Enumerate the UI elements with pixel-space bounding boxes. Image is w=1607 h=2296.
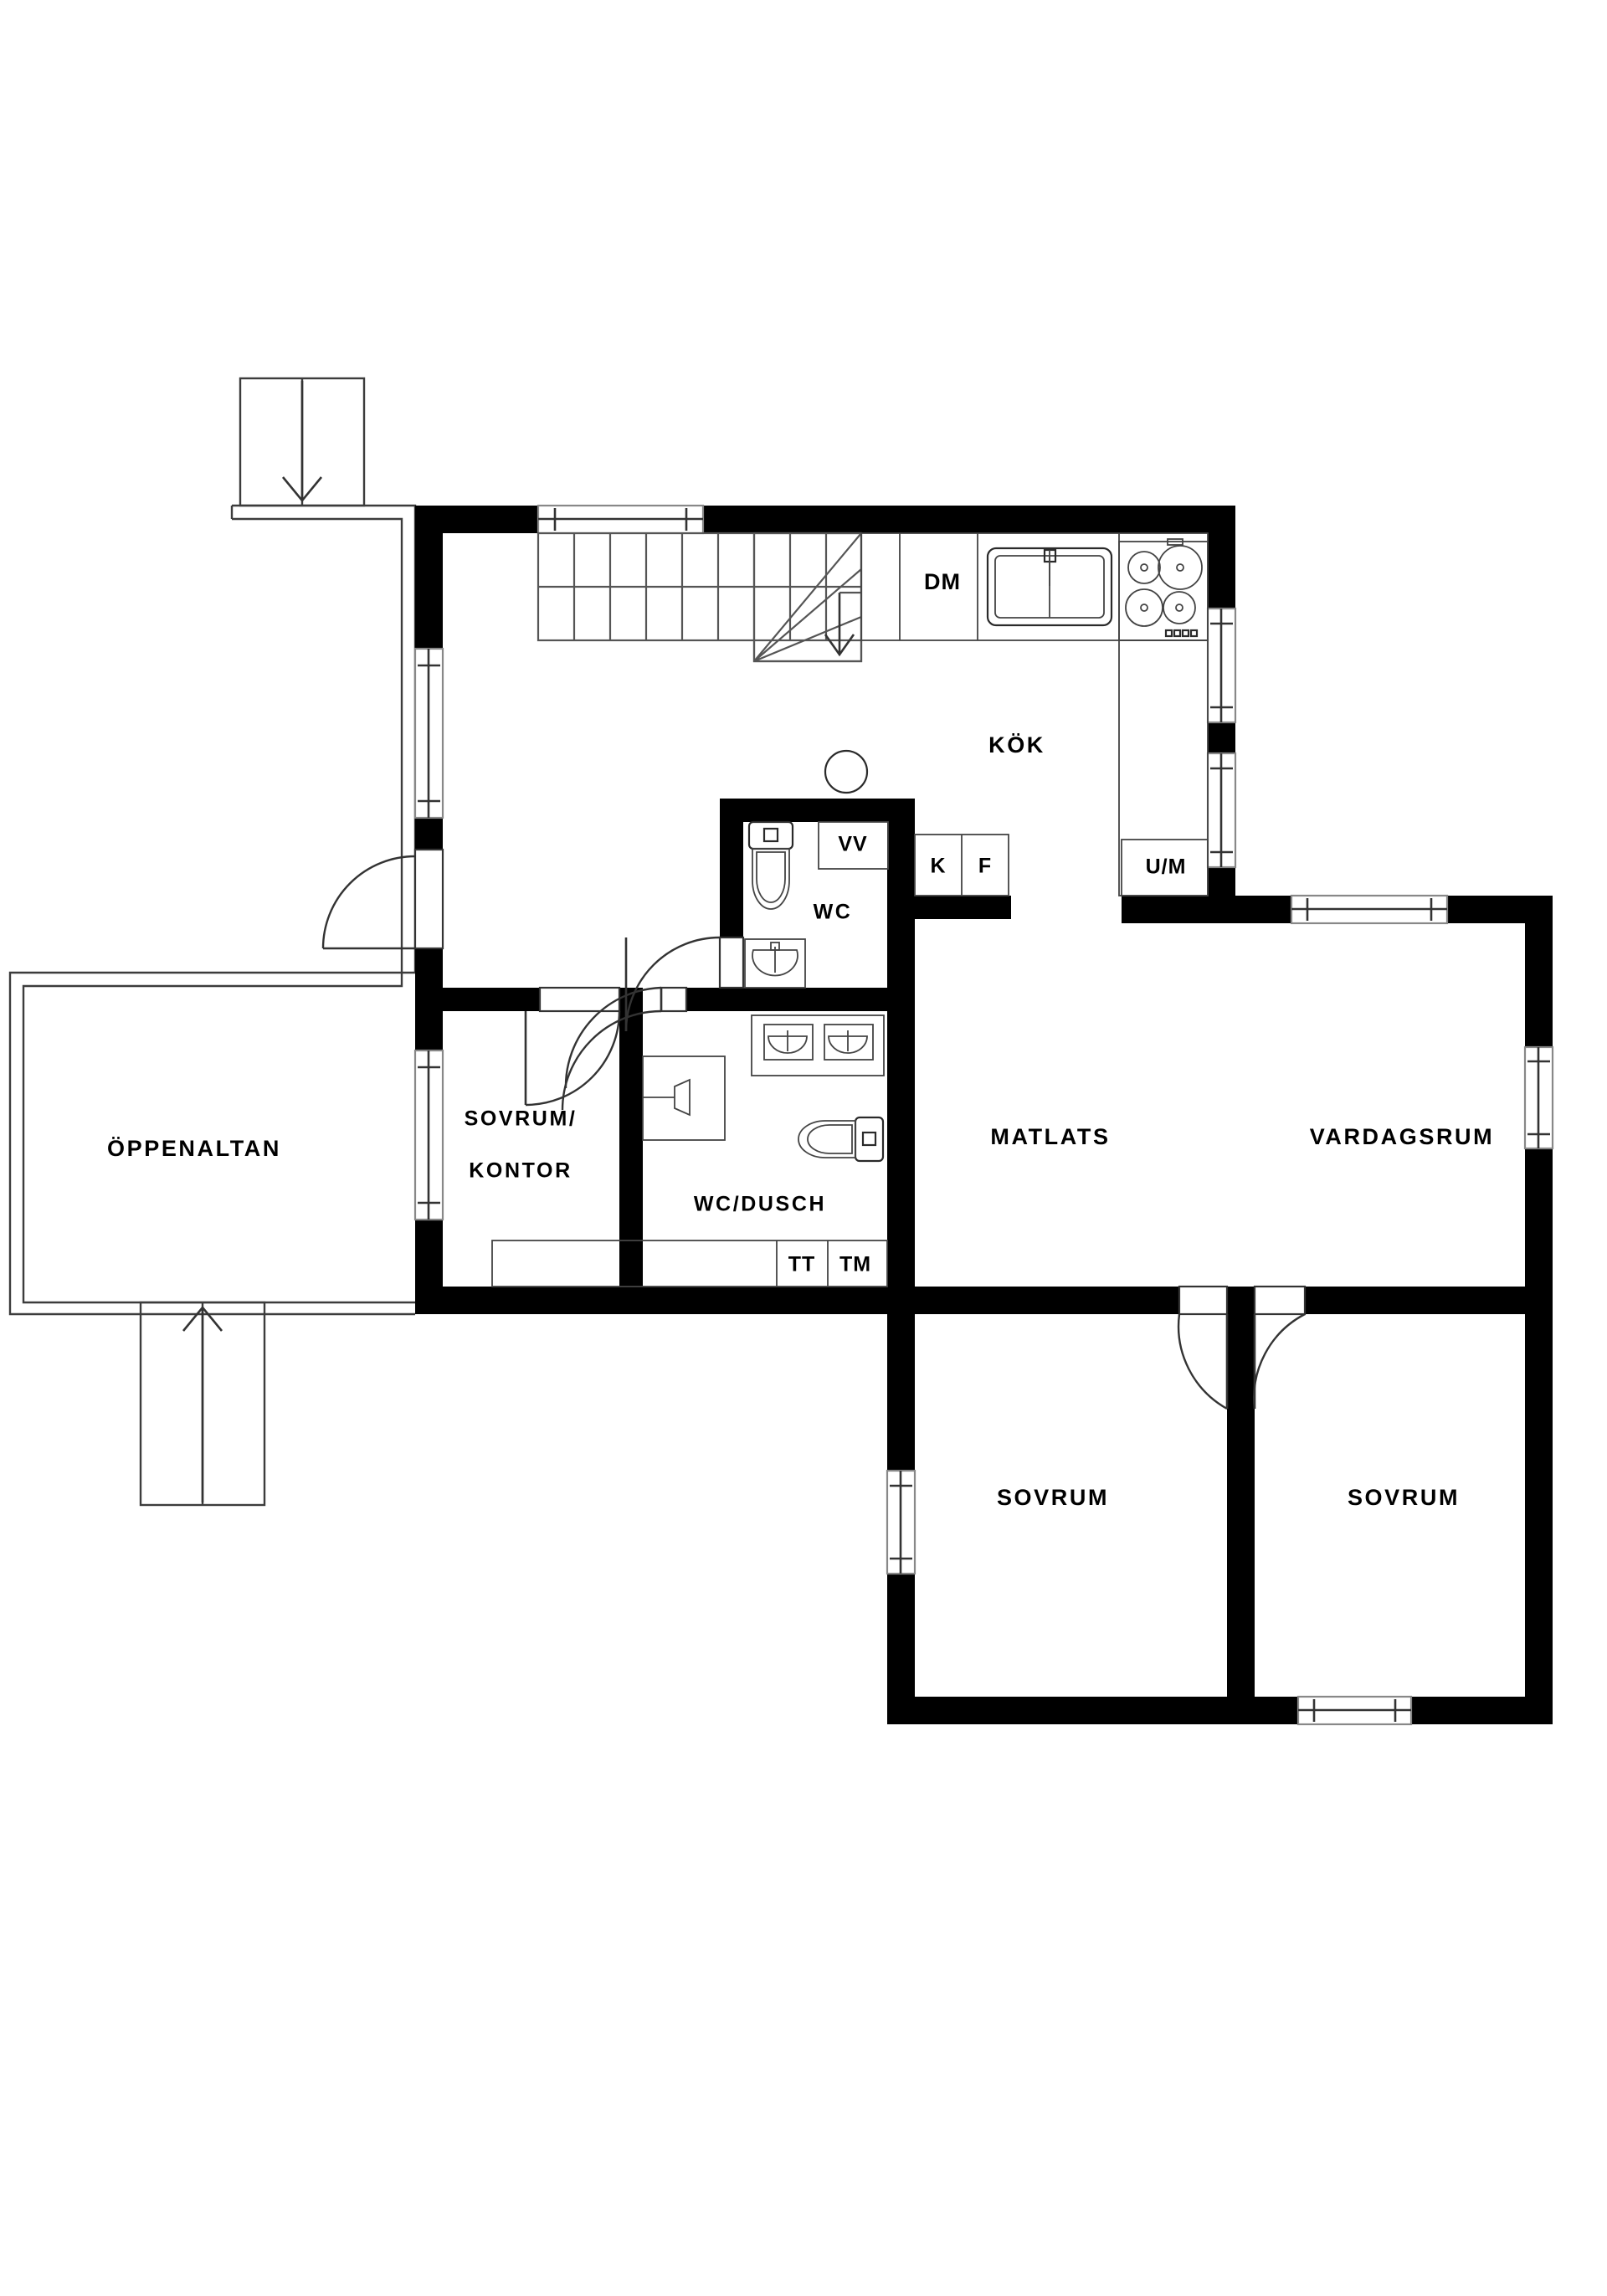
kitchen-counter: [860, 532, 1209, 896]
appliance-label-k: K: [930, 855, 946, 878]
room-label-wc-dusch: WC/DUSCH: [694, 1193, 826, 1216]
vardagsrum-north-window: [1290, 894, 1449, 925]
appliance-label-vv: VV: [838, 833, 867, 856]
entry-door[interactable]: [321, 848, 444, 950]
sovrum-right-door[interactable]: [1253, 1285, 1307, 1410]
appliance-label-tm: TM: [839, 1253, 871, 1276]
wc-fixtures: [744, 749, 869, 989]
west-lower-window: [413, 1049, 444, 1221]
sovrum-right-south-window: [1296, 1695, 1413, 1726]
room-label-matlats: MATLATS: [990, 1124, 1110, 1149]
oppenaltan-outline: [8, 504, 417, 1316]
kitchen-east-window-upper: [1206, 607, 1237, 724]
room-labels: ÖPPENALTAN SOVRUM/ KONTOR WC/DUSCH WC KÖ…: [107, 732, 1495, 1510]
entry-steps-top: [239, 377, 366, 507]
sovrum-left-door[interactable]: [1177, 1285, 1229, 1410]
appliance-label-um: U/M: [1146, 855, 1187, 879]
room-label-oppenaltan: ÖPPENALTAN: [107, 1136, 281, 1161]
sovrum-left-west-window: [886, 1469, 916, 1575]
double-sink: [986, 547, 1113, 627]
dusch-toilet: [798, 1116, 885, 1163]
kitchen-east-window-lower: [1206, 752, 1237, 869]
kontor-sink: [642, 1056, 726, 1141]
west-upper-window: [413, 647, 444, 819]
appliance-label-dm: DM: [924, 569, 961, 594]
windows-group: [413, 504, 1554, 1726]
vv-niche: [818, 821, 889, 870]
kf-cabinets: [914, 834, 1009, 896]
kitchen-north-window: [537, 504, 705, 535]
doors-group: [321, 848, 1307, 1410]
room-label-sovrum-right: SOVRUM: [1348, 1485, 1460, 1510]
wc-dusch-door[interactable]: [561, 986, 688, 1111]
wc-dusch-fixtures: [491, 1014, 888, 1287]
four-burner-cooktop: [1118, 538, 1209, 641]
room-label-vardagsrum: VARDAGSRUM: [1310, 1124, 1495, 1149]
entry-steps-bottom: [139, 1301, 266, 1507]
vardagsrum-east-window: [1523, 1045, 1554, 1150]
tt-tm-boxes: [491, 1240, 888, 1287]
room-label-sovrum-kontor-line1: SOVRUM/: [465, 1107, 578, 1131]
appliance-label-tt: TT: [788, 1253, 816, 1276]
wc-toilet: [747, 820, 794, 910]
room-label-wc: WC: [814, 901, 853, 924]
appliance-label-f: F: [978, 855, 992, 878]
wc-door[interactable]: [624, 936, 745, 1032]
vanity-double-basin: [751, 1014, 885, 1076]
room-label-sovrum-kontor-line2: KONTOR: [469, 1159, 572, 1183]
room-label-sovrum-left: SOVRUM: [997, 1485, 1109, 1510]
appliance-labels: DM VV K F U/M TT TM: [788, 569, 1187, 1276]
um-niche: [1121, 839, 1209, 896]
wc-washbasin: [744, 938, 806, 989]
room-label-kok: KÖK: [988, 732, 1045, 758]
sovrum-kontor-door[interactable]: [524, 986, 621, 1107]
